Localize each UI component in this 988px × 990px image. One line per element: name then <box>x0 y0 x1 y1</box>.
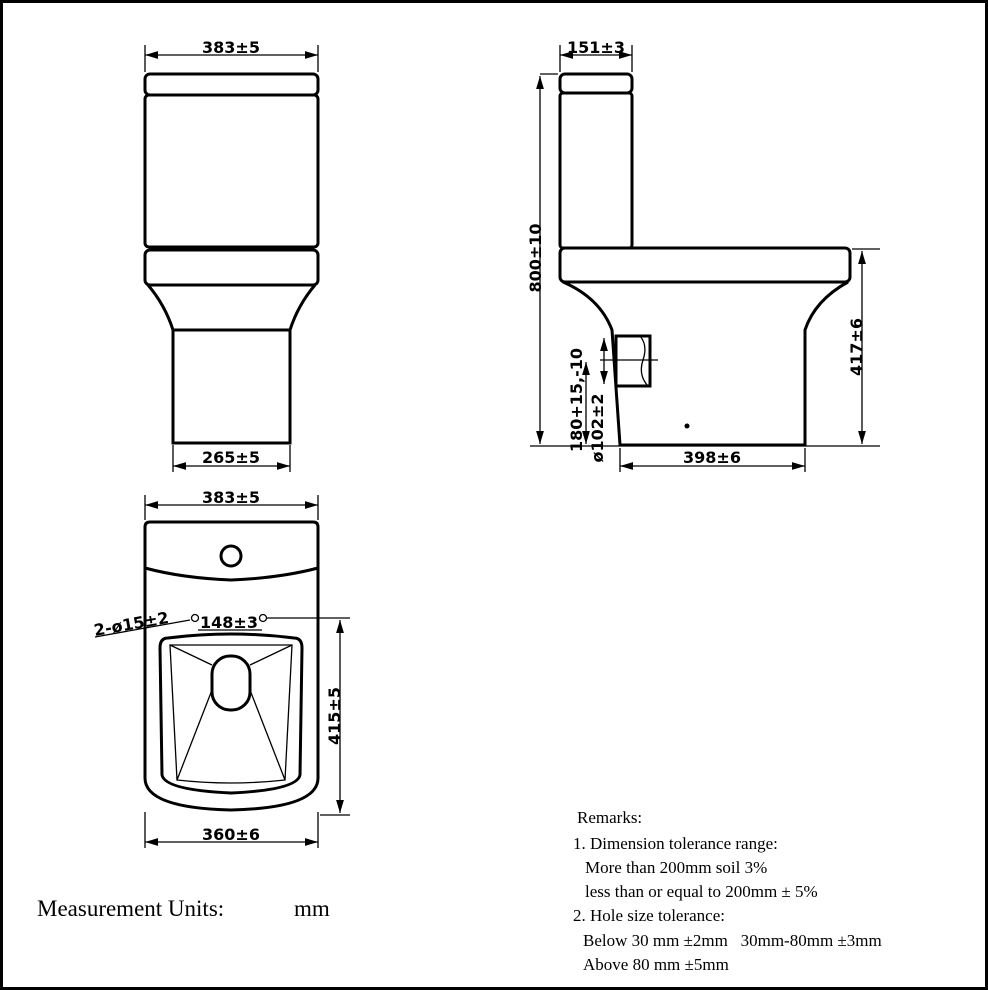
side-tank-depth-label: 151±3 <box>567 38 625 57</box>
remarks-line: 1. Dimension tolerance range: <box>573 834 778 853</box>
front-top-width-label: 383±5 <box>202 38 260 57</box>
plan-hole-spacing-label: 148±3 <box>200 613 258 632</box>
remarks-line: 2. Hole size tolerance: <box>573 906 725 925</box>
front-view <box>143 45 320 472</box>
plan-bowl-width-label: 360±6 <box>202 825 260 844</box>
plan-top-width-label: 383±5 <box>202 488 260 507</box>
remarks: Remarks: 1. Dimension tolerance range: M… <box>573 808 882 974</box>
remarks-line: less than or equal to 200mm ± 5% <box>585 882 818 901</box>
remarks-line: Below 30 mm ±2mm 30mm-80mm ±3mm <box>583 931 882 950</box>
front-base-width-label: 265±5 <box>202 448 260 467</box>
plan-fixing-holes-label: 2-ø15±2 <box>92 608 170 640</box>
side-base-length-label: 398±6 <box>683 448 741 467</box>
side-seat-height-label: 417±6 <box>847 318 866 376</box>
side-view <box>530 45 880 472</box>
side-outlet-height-label: 180+15,-10 <box>567 348 586 452</box>
plan-length-label: 415±5 <box>325 687 344 745</box>
side-outlet-diameter-label: ø102±2 <box>588 394 607 463</box>
remarks-title: Remarks: <box>577 808 642 827</box>
units-label: Measurement Units: <box>37 896 224 921</box>
units-value: mm <box>294 896 330 921</box>
remarks-line: Above 80 mm ±5mm <box>583 955 729 974</box>
plan-view <box>94 495 350 848</box>
remarks-line: More than 200mm soil 3% <box>585 858 767 877</box>
side-height-label: 800±10 <box>526 223 545 292</box>
